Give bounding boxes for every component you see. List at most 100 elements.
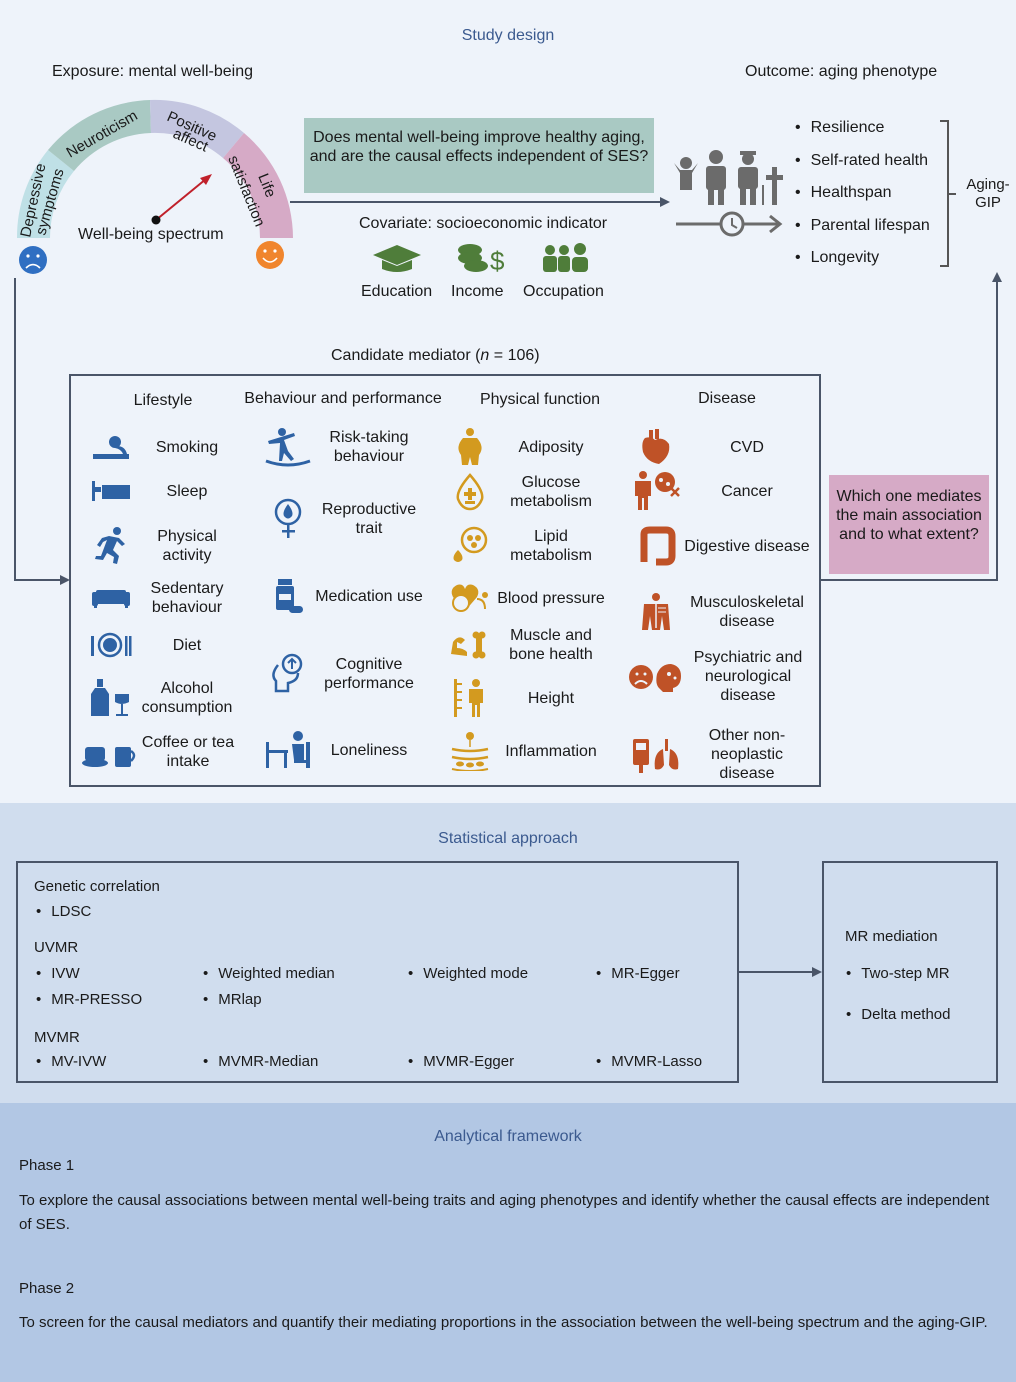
- phase-1-label: Phase 1: [19, 1157, 75, 1174]
- method-two-step-mr: Two-step MR: [846, 965, 949, 982]
- gauge-needle: [155, 178, 207, 221]
- genetic-correlation-heading: Genetic correlation: [34, 878, 160, 895]
- category-behaviour: Behaviour and performance: [244, 390, 442, 407]
- mediator-psychiatric: Psychiatric and neurological disease: [626, 648, 812, 705]
- analytical-framework-section: Analytical framework Phase 1 To explore …: [0, 1103, 1016, 1382]
- mediation-connectors: [14, 272, 1002, 585]
- bed-icon: [92, 481, 130, 501]
- mediator-label: Coffee or tea intake: [141, 734, 235, 770]
- mediator-label: Glucose metabolism: [510, 474, 592, 510]
- plate-cutlery-icon: [91, 632, 132, 658]
- mediator-label: Other non-neoplastic disease: [708, 727, 786, 782]
- mediator-physical-activity: Physical activity: [85, 526, 237, 566]
- mediator-icon-wrapper: [262, 498, 314, 539]
- outcome-longevity: Longevity: [795, 249, 880, 267]
- category-disease: Disease: [698, 390, 756, 407]
- mediator-coffee-tea: Coffee or tea intake: [80, 732, 238, 772]
- mediator-label: Cognitive performance: [324, 656, 414, 692]
- mediator-icon-wrapper: [444, 427, 496, 467]
- phase-2-text: To screen for the causal mediators and q…: [19, 1314, 988, 1331]
- graduation-cap-icon: [373, 245, 421, 272]
- mediator-label: Blood pressure: [497, 589, 605, 607]
- mediator-digestive: Digestive disease: [630, 526, 812, 566]
- mediator-loneliness: Loneliness: [262, 730, 424, 770]
- methods-to-mediation-arrow: [738, 967, 822, 977]
- mediator-icon-wrapper: [85, 625, 137, 665]
- muscle-bone-icon: [451, 631, 486, 659]
- mediator-label: CVD: [730, 438, 764, 456]
- statistical-approach-section: Statistical approach Genetic correlation…: [0, 803, 1016, 1103]
- person-table-icon: [266, 731, 310, 768]
- mediator-label: Sleep: [166, 482, 208, 500]
- mediator-label: Diet: [172, 636, 202, 654]
- mediator-sedentary: Sedentary behaviour: [85, 578, 237, 618]
- mediator-icon-wrapper: [262, 427, 314, 467]
- method-mvmr-egger: MVMR-Egger: [408, 1053, 514, 1070]
- analytical-framework-title: Analytical framework: [434, 1128, 582, 1145]
- mr-mediation-heading: MR mediation: [845, 928, 938, 945]
- mediator-medication: Medication use: [262, 576, 424, 616]
- mediator-musculoskeletal: Musculoskeletal disease: [630, 592, 812, 632]
- method-mv-ivw: MV-IVW: [36, 1053, 106, 1070]
- mediator-risk-taking: Risk-taking behaviour: [262, 427, 424, 467]
- spectrum-label: Well-being spectrum: [78, 226, 224, 243]
- mediator-smoking: Smoking: [85, 427, 237, 467]
- phase-1-text: To explore the causal associations betwe…: [19, 1192, 990, 1233]
- statistical-approach-title: Statistical approach: [438, 830, 578, 847]
- method-mr-egger: MR-Egger: [596, 965, 679, 982]
- method-delta: Delta method: [846, 1006, 950, 1023]
- covariate-education: Education: [361, 283, 433, 300]
- mediator-icon-wrapper: [630, 735, 682, 775]
- mediator-icon-wrapper: [85, 526, 137, 566]
- well-being-gauge: Depressive symptoms Neuroticism Positive…: [16, 99, 293, 274]
- mediator-label: Physical activity: [157, 528, 217, 564]
- mediator-adiposity: Adiposity: [444, 427, 606, 467]
- life-course-icon: [674, 150, 783, 237]
- mediator-icon-wrapper: [444, 731, 496, 771]
- uvmr-heading: UVMR: [34, 939, 79, 956]
- mediator-icon-wrapper: [262, 576, 314, 616]
- covariate-occupation: Occupation: [523, 283, 604, 300]
- mediator-label: Risk-taking behaviour: [329, 429, 409, 465]
- method-mvmr-median: MVMR-Median: [203, 1053, 318, 1070]
- workers-icon: [543, 243, 588, 272]
- method-ivw: IVW: [36, 965, 79, 982]
- mediator-label: Musculoskeletal disease: [690, 594, 804, 630]
- mediator-label: Smoking: [155, 438, 219, 456]
- mediator-icon-wrapper: [262, 653, 314, 694]
- intestine-icon: [640, 526, 676, 566]
- svg-text:$: $: [490, 246, 505, 274]
- coins-dollar-icon: $: [458, 244, 505, 274]
- mediator-icon-wrapper: [85, 578, 137, 618]
- sad-brain-icon: [629, 663, 681, 692]
- mediator-label: Digestive disease: [684, 537, 810, 555]
- mediator-icon-wrapper: [444, 472, 496, 512]
- phase-2-label: Phase 2: [19, 1280, 75, 1297]
- person-cell-icon: [635, 471, 680, 510]
- study-design-section: Study design Exposure: mental well-being…: [0, 0, 1016, 803]
- mediator-icon-wrapper: [262, 730, 314, 770]
- female-drop-icon: [274, 498, 302, 538]
- mediator-label: Psychiatric and neurological disease: [693, 649, 803, 704]
- mediator-blood-pressure: Blood pressure: [444, 578, 606, 618]
- mediation-box: [822, 861, 998, 1083]
- mediator-label: Lipid metabolism: [510, 528, 592, 564]
- category-physical: Physical function: [479, 391, 601, 408]
- mediator-label: Loneliness: [330, 741, 408, 759]
- method-mrlap: MRlap: [203, 991, 261, 1008]
- mediation-question-box: Which one mediates the main association …: [829, 475, 989, 574]
- smoking-icon: [93, 436, 129, 459]
- mediator-icon-wrapper: [444, 578, 496, 618]
- mediator-icon-wrapper: [630, 592, 682, 632]
- study-design-title: Study design: [461, 27, 555, 44]
- mediator-cognitive: Cognitive performance: [262, 653, 424, 694]
- mediator-label: Medication use: [315, 587, 423, 605]
- mediator-alcohol: Alcohol consumption: [85, 678, 237, 718]
- main-question-box: Does mental well-being improve healthy a…: [304, 118, 654, 193]
- gauge-segment-positive: [150, 99, 244, 158]
- heart-gauge-icon: [451, 584, 488, 612]
- mediator-icon-wrapper: [444, 526, 496, 566]
- mediator-label: Cancer: [721, 482, 773, 500]
- bottle-glass-icon: [91, 679, 129, 716]
- head-arrow-icon: [272, 653, 303, 693]
